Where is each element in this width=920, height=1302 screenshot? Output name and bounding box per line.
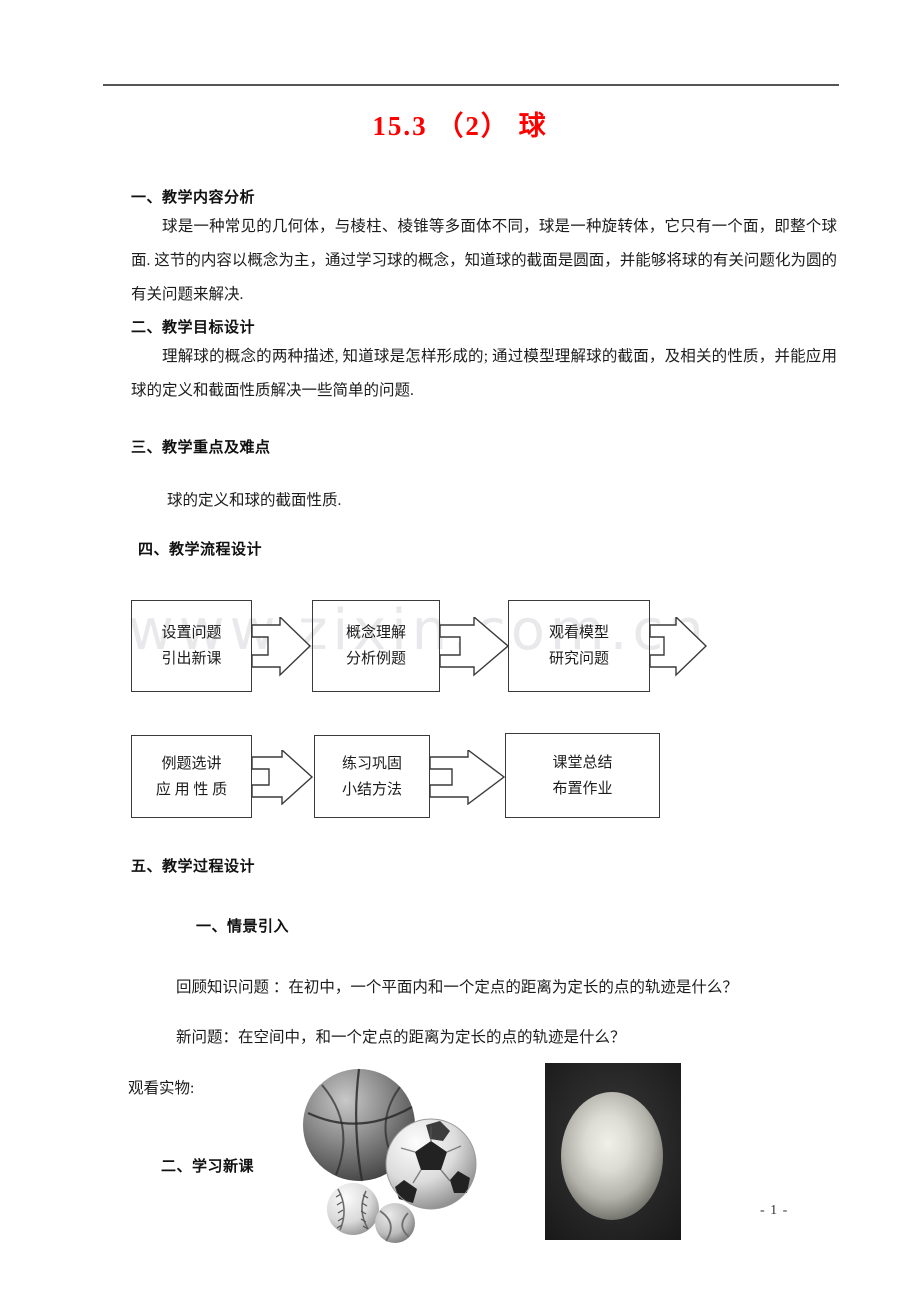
flow-box-r1c3: 观看模型 研究问题 <box>508 600 650 692</box>
flow-box-r1c3-line1: 观看模型 <box>548 625 609 641</box>
flow-box-r2c1-line2: 应 用 性 质 <box>155 781 228 798</box>
flow-box-r2c3-line1: 课堂总结 <box>552 754 613 771</box>
tennis-ball-icon <box>375 1203 415 1243</box>
flow-box-r1c2-line1: 概念理解 <box>345 625 406 641</box>
flow-box-r1c2: 概念理解 分析例题 <box>312 600 440 692</box>
flow-box-r2c1-line1: 例题选讲 <box>161 755 222 772</box>
soccer-ball-icon <box>385 1118 477 1210</box>
flow-box-r2c1: 例题选讲 应 用 性 质 <box>131 735 252 818</box>
baseball-icon <box>327 1183 379 1235</box>
section-heading-3: 三、教学重点及难点 <box>131 438 271 456</box>
section-body-1: 球是一种常见的几何体，与棱柱、棱锥等多面体不同，球是一种旋转体，它只有一个面，即… <box>131 218 837 303</box>
section-heading-2: 二、教学目标设计 <box>131 318 256 336</box>
flow-box-r2c2-line1: 练习巩固 <box>341 755 402 772</box>
flow-box-r2c3-line2: 布置作业 <box>552 780 613 797</box>
flow-box-r1c3-line2: 研究问题 <box>548 651 609 667</box>
flow-box-r1c1: 设置问题 引出新课 <box>131 600 252 692</box>
subsection-heading-2: 二、学习新课 <box>161 1157 255 1175</box>
flow-arrow-r2-2 <box>430 750 506 805</box>
section-body-3: 球的定义和球的截面性质. <box>167 492 342 509</box>
section-heading-4: 四、教学流程设计 <box>138 540 263 558</box>
flow-box-r2c2-line2: 小结方法 <box>341 781 402 798</box>
flow-box-r2c3: 课堂总结 布置作业 <box>505 733 660 818</box>
review-question: 回顾知识问题 ：在初中，一个平面内和一个定点的距离为定长的点的轨迹是什么？ <box>176 979 738 996</box>
section-body-2: 理解球的概念的两种描述, 知道球是怎样形成的; 通过模型理解球的截面，及相关的性… <box>131 348 837 399</box>
section-heading-1: 一、教学内容分析 <box>131 188 256 206</box>
flow-arrow-r1-3 <box>650 617 708 677</box>
flow-arrow-r1-2 <box>440 617 510 677</box>
flow-box-r1c1-line2: 引出新课 <box>161 651 222 667</box>
new-question: 新问题：在空间中，和一个定点的距离为定长的点的轨迹是什么？ <box>176 1029 626 1046</box>
flow-arrow-r1-1 <box>252 617 312 677</box>
observe-label: 观看实物: <box>128 1080 195 1097</box>
page-title: 15.3 （2） 球 <box>372 111 548 141</box>
section-heading-5: 五、教学过程设计 <box>131 857 256 875</box>
header-rule <box>103 84 839 86</box>
sports-balls-image <box>300 1063 512 1243</box>
subsection-heading-1: 一、情景引入 <box>196 917 290 935</box>
flow-box-r1c1-line1: 设置问题 <box>161 625 222 641</box>
flow-arrow-r2-1 <box>252 750 314 805</box>
flow-box-r2c2: 练习巩固 小结方法 <box>314 735 430 818</box>
page-number: - 1 - <box>760 1203 789 1218</box>
lit-sphere-image <box>545 1063 681 1240</box>
flow-box-r1c2-line2: 分析例题 <box>345 651 406 667</box>
